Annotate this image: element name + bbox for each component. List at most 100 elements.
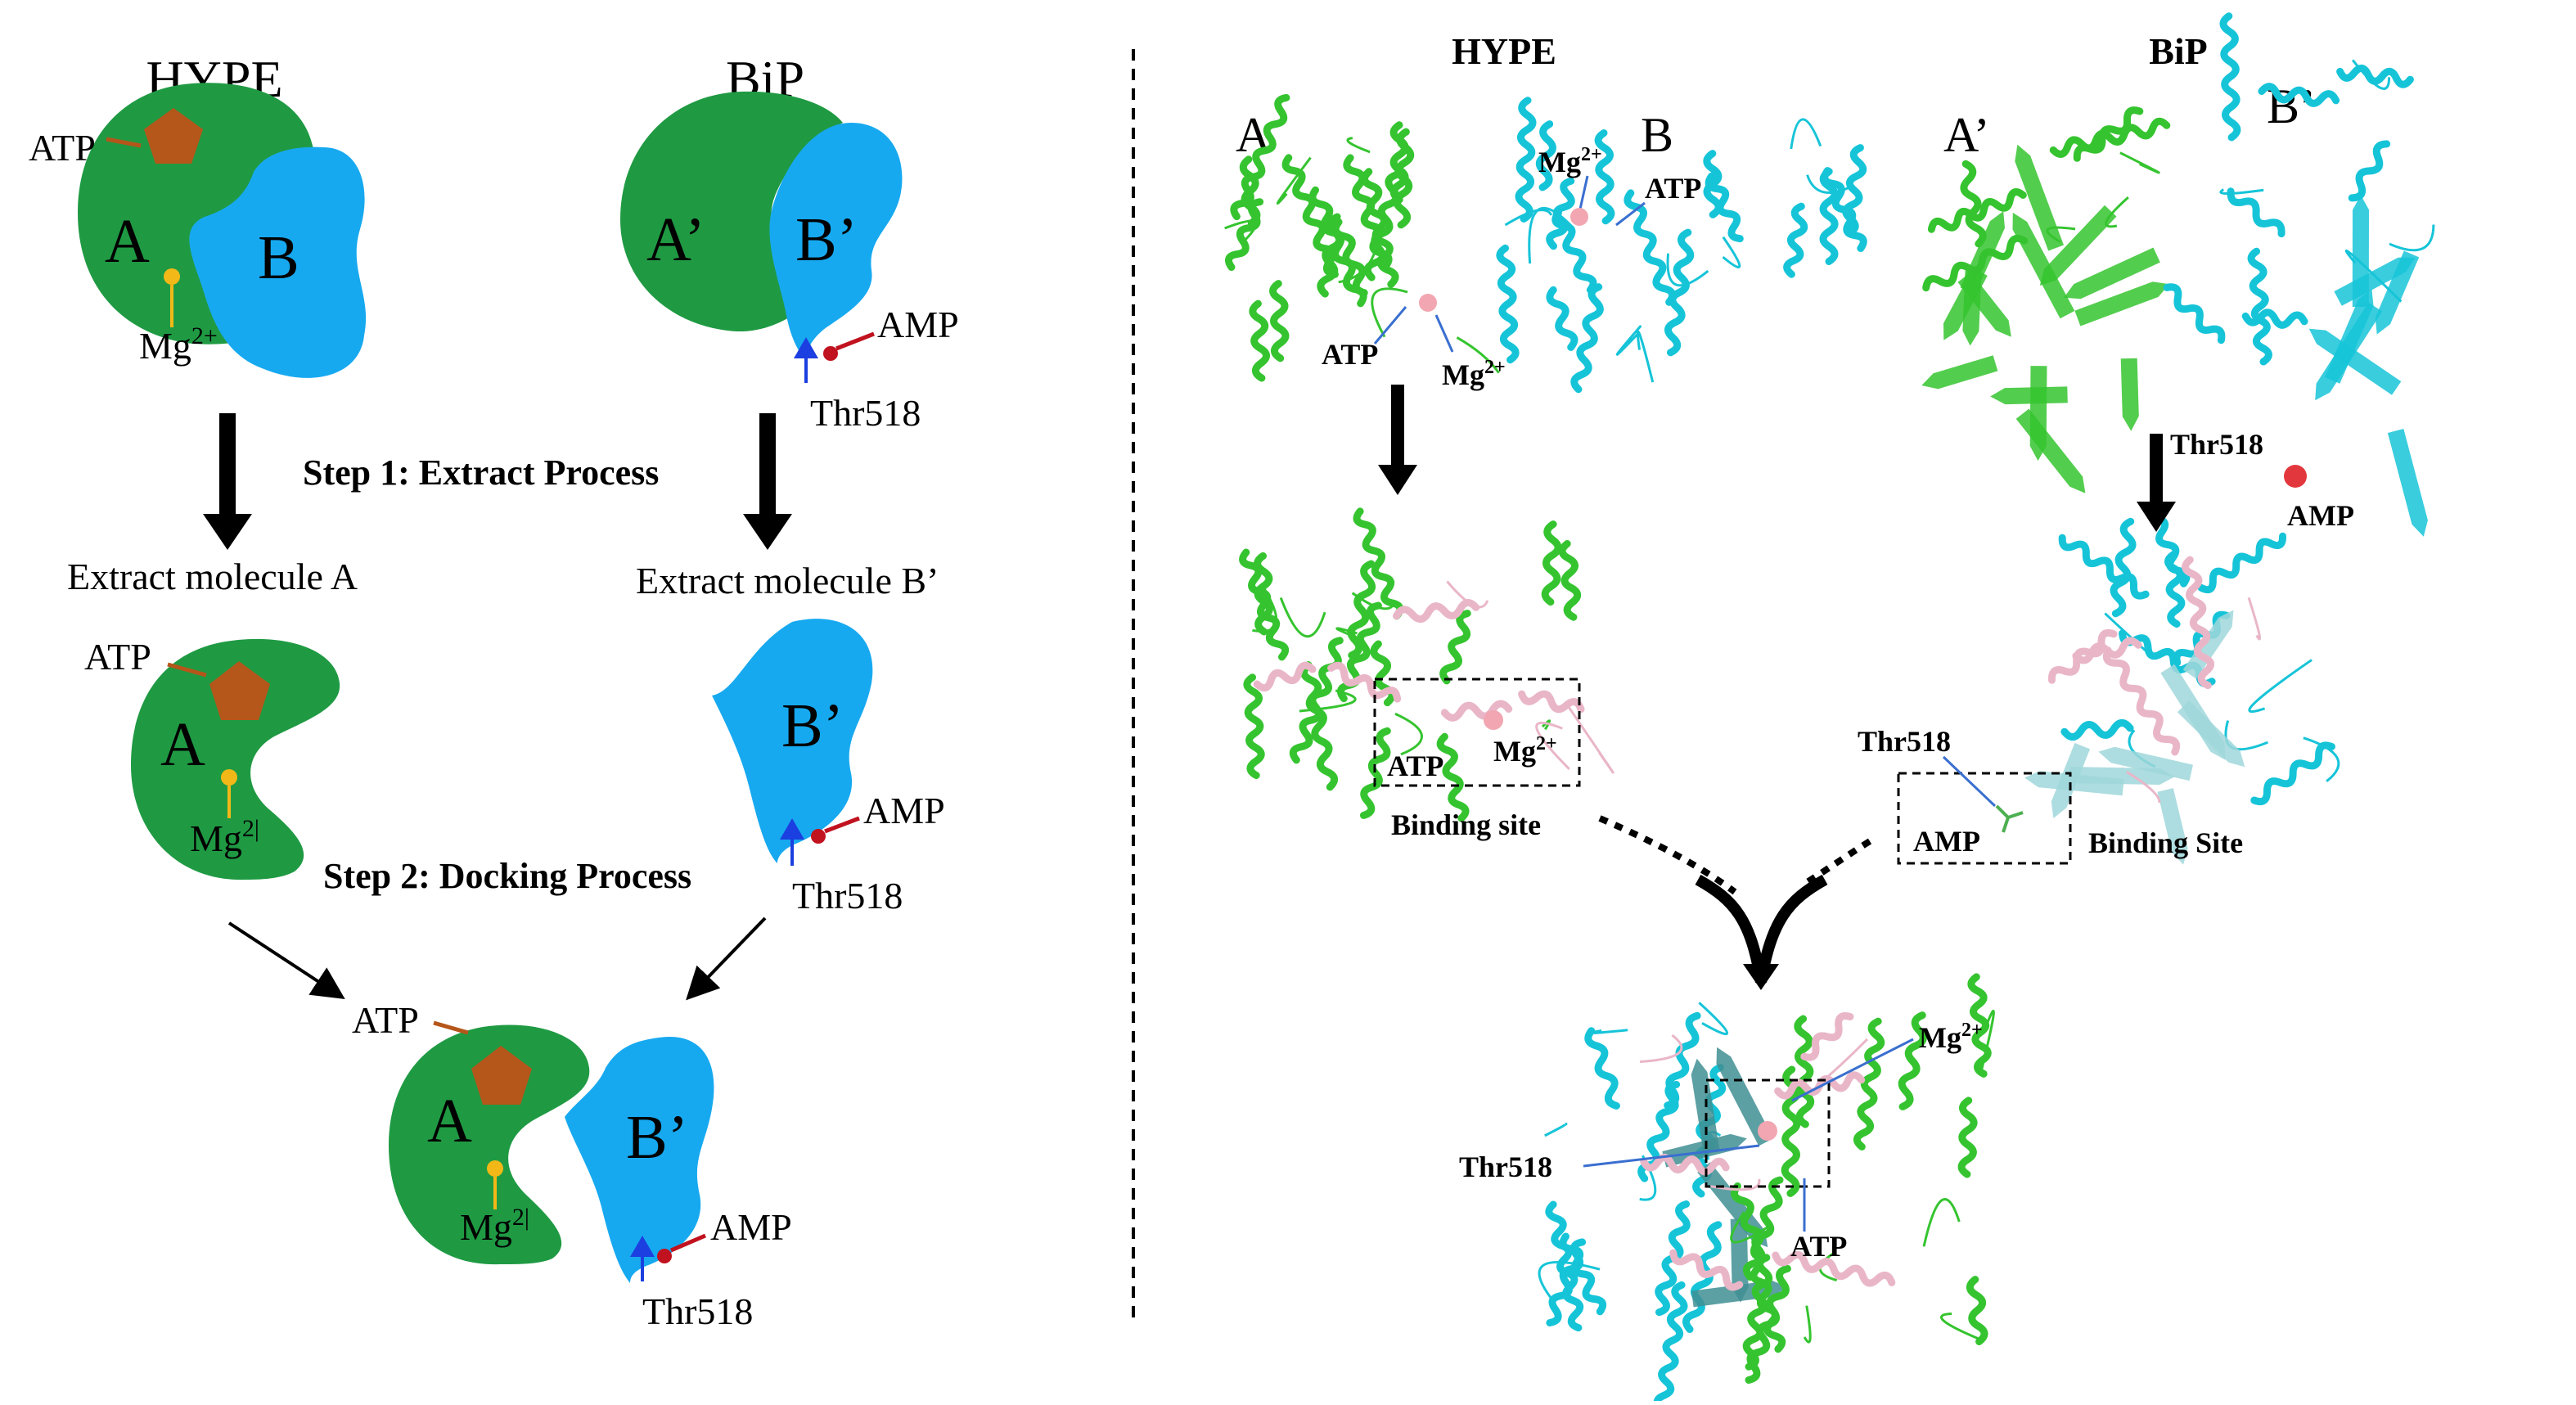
protein-helix	[1496, 244, 1520, 364]
protein-helix	[2060, 718, 2134, 741]
protein-loop	[2247, 597, 2262, 641]
protein-strand	[2064, 247, 2160, 299]
protein-helix	[1300, 661, 1339, 791]
merge-dotted-line-left	[1598, 815, 1737, 895]
protein-strand	[2015, 408, 2086, 493]
protein-helix	[1624, 189, 1677, 306]
atp-pentagon-icon	[144, 108, 203, 164]
molecule-a-blob	[78, 83, 315, 344]
protein-loop	[2119, 151, 2160, 174]
mg-label: Mg2|	[190, 815, 259, 859]
protein-helix	[1347, 560, 1376, 660]
protein-helix	[1966, 1276, 1988, 1345]
protein-loop	[1806, 174, 1853, 194]
protein-loop	[1252, 588, 1278, 633]
protein-loop	[1544, 1122, 1568, 1137]
protein-helix	[1653, 1281, 1688, 1405]
protein-loop	[1299, 689, 1357, 713]
protein-loop	[1329, 242, 1338, 278]
molecule-b-blob	[189, 146, 367, 378]
protein-helix	[2072, 637, 2142, 664]
protein-loop	[1730, 1211, 1772, 1244]
protein-helix	[1821, 167, 1867, 252]
merge-dotted-line-right	[1802, 838, 1872, 887]
protein-loop	[1980, 1009, 1995, 1070]
step1-label: Step 1: Extract Process	[303, 453, 659, 493]
letter-a-label: A	[105, 207, 150, 276]
protein-loop	[2389, 224, 2435, 252]
letter-b-prime-label: B’	[781, 691, 844, 760]
protein-loop	[1538, 1260, 1601, 1302]
protein-loop	[1224, 219, 1258, 244]
protein-loop	[1790, 118, 1822, 150]
docked-binding-site-box	[1705, 1079, 1831, 1188]
protein-helix	[1570, 283, 1604, 394]
protein-helix	[1393, 128, 1415, 229]
protein-strand	[2352, 195, 2369, 307]
mg-sphere-icon	[1758, 1121, 1777, 1141]
protein-helix	[1230, 93, 1290, 221]
protein-loop	[1504, 209, 1553, 227]
struct-mg-label-1: Mg2+	[1538, 144, 1602, 178]
protein-loop	[1351, 592, 1395, 610]
protein-helix	[1594, 129, 1615, 225]
protein-helix	[1518, 690, 1585, 714]
struct-mg-label-3: Mg2+	[1493, 733, 1557, 768]
letter-a-prime-label: A’	[646, 205, 705, 274]
hype-binding-site-box	[1373, 678, 1581, 787]
protein-loop	[2126, 771, 2161, 804]
protein-strand	[2098, 746, 2193, 781]
protein-helix	[1546, 1238, 1587, 1326]
struct-letter-a-prime: A’	[1943, 108, 1990, 162]
protein-loop	[2344, 249, 2403, 303]
protein-loop	[2046, 226, 2076, 243]
protein-helix	[2336, 64, 2414, 88]
merge-curly-arrow	[1695, 874, 1828, 984]
protein-helix	[1742, 1176, 1784, 1281]
protein-helix	[2258, 83, 2340, 107]
struct-mg-pointer-4	[1791, 1038, 1914, 1102]
protein-helix	[1545, 1200, 1584, 1332]
protein-helix	[2153, 515, 2191, 588]
struct-atp-label-1: ATP	[1645, 172, 1701, 205]
thr-triangle-icon	[630, 1236, 655, 1257]
protein-loop	[1335, 627, 1363, 642]
mg-label: Mg2+	[139, 322, 218, 367]
thr-triangle-icon	[780, 818, 804, 840]
ribbon-structures	[1224, 12, 2435, 1405]
protein-strand	[2182, 610, 2234, 679]
mg-dot-icon	[221, 769, 237, 786]
down-arrow-head-a	[203, 514, 252, 550]
thr-label: Thr518	[642, 1290, 753, 1332]
hype-title-right: HYPE	[1452, 30, 1556, 72]
protein-loop	[1394, 712, 1423, 756]
protein-helix	[1239, 548, 1290, 661]
protein-strand	[2074, 281, 2169, 326]
protein-loop	[1279, 597, 1326, 638]
struct-mg-label-2: Mg2+	[1442, 357, 1506, 391]
protein-helix	[1546, 286, 1578, 351]
protein-loop	[1535, 721, 1570, 770]
protein-helix	[1243, 673, 1265, 779]
protein-strand	[2024, 771, 2124, 796]
amp-pointer-line	[835, 331, 875, 351]
protein-helix	[1742, 1254, 1773, 1371]
amp-stick-icon	[1995, 804, 2024, 833]
protein-helix	[1436, 732, 1470, 822]
bip-title-right: BiP	[2149, 30, 2208, 72]
protein-helix	[1363, 171, 1400, 281]
protein-helix	[1853, 1017, 1885, 1151]
thr-label: Thr518	[792, 875, 903, 916]
docked-a-blob	[389, 1024, 590, 1265]
protein-loop	[2303, 736, 2340, 782]
protein-helix	[1669, 1249, 1744, 1291]
mg-sphere-icon	[1570, 208, 1588, 226]
protein-helix	[2163, 283, 2226, 344]
amp-dot-icon	[657, 1249, 672, 1263]
left-schematic-panel: HYPE BiP ATP A B Mg2+ A’ B’ AMP Thr51	[29, 50, 959, 1332]
step2-label: Step 2: Docking Process	[323, 856, 691, 896]
protein-helix	[2049, 117, 2171, 158]
protein-loop	[1371, 287, 1408, 338]
protein-helix	[2102, 646, 2181, 756]
